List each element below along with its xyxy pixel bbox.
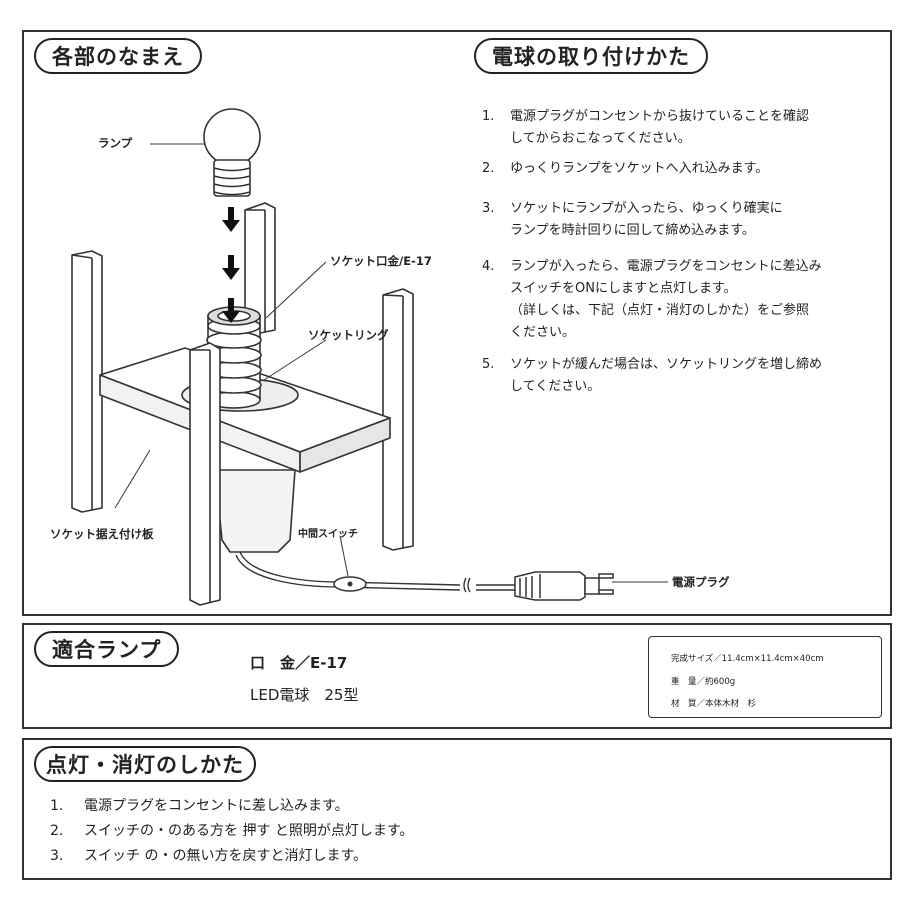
- label-inline-switch: 中間スイッチ: [298, 529, 358, 540]
- lamp-bulb: [203, 108, 261, 197]
- install-step: 1. 電源プラグがコンセントから抜けていることを確認 してからおこなってください…: [482, 109, 810, 146]
- spec-size: 完成サイズ／11.4cm×11.4cm×40cm: [671, 654, 824, 664]
- install-section-title: 電球の取り付けかた: [474, 38, 708, 74]
- back-post-left: [71, 250, 103, 513]
- back-post-right: [382, 288, 414, 551]
- parts-section-title: 各部のなまえ: [34, 38, 202, 74]
- label-lamp: ランプ: [98, 136, 133, 150]
- lamp-bulb-spec: LED電球 25型: [250, 686, 359, 704]
- parts-and-install-panel: [22, 30, 892, 616]
- label-plug: 電源プラグ: [672, 575, 730, 589]
- label-socket-base: ソケット口金/E-17: [330, 254, 432, 268]
- on-off-step: 1. 電源プラグをコンセントに差し込みます。: [50, 798, 349, 814]
- install-step: 5. ソケットが緩んだ場合は、ソケットリングを増し締め してください。: [482, 357, 823, 394]
- spec-material: 材 質／本体木材 杉: [671, 699, 757, 709]
- install-step: 4. ランプが入ったら、電源プラグをコンセントに差込み スイッチをONにしますと…: [482, 259, 822, 340]
- on-off-steps: 1. 電源プラグをコンセントに差し込みます。 2. スイッチの・のある方を 押す…: [50, 794, 850, 869]
- on-off-title: 点灯・消灯のしかた: [34, 746, 256, 782]
- install-steps: 1. 電源プラグがコンセントから抜けていることを確認 してからおこなってください…: [482, 106, 887, 398]
- install-step: 2. ゆっくりランプをソケットへ入れ込みます。: [482, 161, 769, 176]
- on-off-step: 3. スイッチ の・の無い方を戻すと消灯します。: [50, 848, 368, 864]
- power-cord: [235, 551, 515, 593]
- label-socket-ring: ソケットリング: [308, 328, 389, 342]
- lamp-base-spec: 口 金／E-17: [250, 654, 348, 672]
- label-mount-board: ソケット据え付け板: [50, 527, 154, 541]
- compatible-lamp-title: 適合ランプ: [34, 631, 180, 667]
- spec-weight: 重 量／約600g: [671, 677, 736, 687]
- plug-shape: [514, 571, 614, 601]
- insert-arrows: [222, 207, 240, 323]
- on-off-step: 2. スイッチの・のある方を 押す と照明が点灯します。: [50, 823, 414, 839]
- front-post-left: [189, 342, 221, 606]
- product-spec-box: 完成サイズ／11.4cm×11.4cm×40cm 重 量／約600g 材 質／本…: [648, 636, 882, 718]
- install-step: 3. ソケットにランプが入ったら、ゆっくり確実に ランプを時計回りに回して締め込…: [482, 201, 783, 238]
- socket-housing: [214, 469, 296, 553]
- lamp-stand-illustration: [71, 108, 668, 606]
